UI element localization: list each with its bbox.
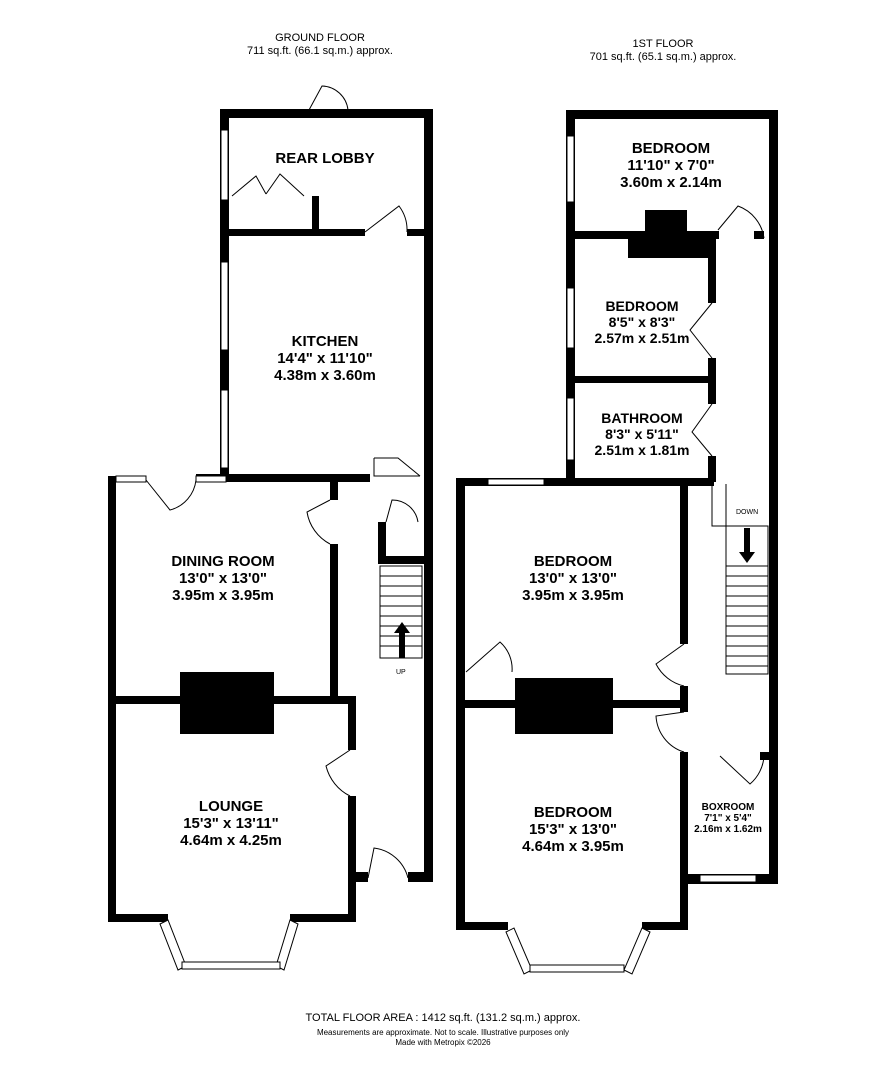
- bedroom-4-metric: 4.64m x 3.95m: [522, 838, 624, 855]
- first-floor-windows: [487, 135, 757, 975]
- bedroom-3-name: BEDROOM: [533, 553, 613, 570]
- ground-floor-area: 711 sq.ft. (66.1 sq.m.) approx.: [247, 45, 393, 57]
- ground-floor-title: GROUND FLOOR: [275, 32, 365, 44]
- boxroom-imperial: 7'1" x 5'4": [704, 813, 752, 824]
- up-arrow-icon: [394, 622, 410, 658]
- down-arrow-icon: [739, 528, 755, 563]
- rear-lobby-name: REAR LOBBY: [275, 150, 375, 167]
- bedroom-3-label: BEDROOM 13'0" x 13'0" 3.95m x 3.95m: [466, 553, 680, 604]
- boxroom-name: BOXROOM: [701, 802, 755, 813]
- first-floor-stairs: [725, 525, 769, 675]
- ground-floor-doors: [145, 85, 421, 879]
- credit: Made with Metropix ©2026: [395, 1038, 491, 1047]
- boxroom-label: BOXROOM 7'1" x 5'4" 2.16m x 1.62m: [688, 802, 768, 835]
- ground-floor-stairs: [379, 565, 423, 659]
- first-floor-plan: [456, 110, 778, 975]
- bedroom-1-imperial: 11'10" x 7'0": [627, 157, 715, 174]
- bathroom-imperial: 8'3" x 5'11": [605, 426, 679, 442]
- bedroom-3-imperial: 13'0" x 13'0": [528, 570, 618, 587]
- rear-lobby-label: REAR LOBBY: [230, 150, 420, 167]
- ground-floor-windows: [115, 129, 299, 971]
- first-floor-doors: [465, 205, 765, 785]
- bathroom-label: BATHROOM 8'3" x 5'11" 2.51m x 1.81m: [576, 410, 708, 458]
- first-floor-header: 1ST FLOOR 701 sq.ft. (65.1 sq.m.) approx…: [553, 38, 773, 64]
- total-floor-area: TOTAL FLOOR AREA : 1412 sq.ft. (131.2 sq…: [305, 1012, 581, 1024]
- bedroom-1-label: BEDROOM 11'10" x 7'0" 3.60m x 2.14m: [576, 140, 766, 191]
- kitchen-metric: 4.38m x 3.60m: [274, 367, 376, 384]
- bedroom-4-label: BEDROOM 15'3" x 13'0" 4.64m x 3.95m: [466, 804, 680, 855]
- lounge-label: LOUNGE 15'3" x 13'11" 4.64m x 4.25m: [116, 798, 346, 849]
- lounge-imperial: 15'3" x 13'11": [183, 815, 279, 832]
- bedroom-4-name: BEDROOM: [533, 804, 613, 821]
- bedroom-4-imperial: 15'3" x 13'0": [528, 821, 618, 838]
- disclaimer: Measurements are approximate. Not to sca…: [316, 1028, 570, 1037]
- bathroom-metric: 2.51m x 1.81m: [594, 442, 690, 458]
- bedroom-1-metric: 3.60m x 2.14m: [620, 174, 722, 191]
- lounge-metric: 4.64m x 4.25m: [180, 832, 282, 849]
- bedroom-1-name: BEDROOM: [631, 140, 711, 157]
- bathroom-name: BATHROOM: [601, 410, 683, 426]
- bedroom-3-metric: 3.95m x 3.95m: [522, 587, 624, 604]
- bedroom-2-name: BEDROOM: [605, 298, 679, 314]
- bedroom-2-metric: 2.57m x 2.51m: [594, 330, 690, 346]
- stairs-up-label: UP: [396, 669, 406, 676]
- dining-room-label: DINING ROOM 13'0" x 13'0" 3.95m x 3.95m: [116, 553, 330, 604]
- kitchen-label: KITCHEN 14'4" x 11'10" 4.38m x 3.60m: [230, 333, 420, 384]
- ground-floor-walls: [108, 109, 433, 922]
- stairs-down-label: DOWN: [736, 509, 759, 516]
- footer: TOTAL FLOOR AREA : 1412 sq.ft. (131.2 sq…: [0, 1012, 886, 1048]
- kitchen-name: KITCHEN: [291, 333, 359, 350]
- kitchen-imperial: 14'4" x 11'10": [277, 350, 373, 367]
- boxroom-metric: 2.16m x 1.62m: [694, 824, 762, 835]
- first-floor-area: 701 sq.ft. (65.1 sq.m.) approx.: [589, 51, 737, 63]
- ground-floor-header: GROUND FLOOR 711 sq.ft. (66.1 sq.m.) app…: [210, 32, 430, 58]
- ground-floor-plan: [108, 85, 433, 971]
- dining-room-imperial: 13'0" x 13'0": [178, 570, 268, 587]
- dining-room-name: DINING ROOM: [171, 553, 275, 570]
- bedroom-2-label: BEDROOM 8'5" x 8'3" 2.57m x 2.51m: [576, 298, 708, 346]
- bedroom-2-imperial: 8'5" x 8'3": [608, 314, 676, 330]
- dining-room-metric: 3.95m x 3.95m: [172, 587, 274, 604]
- lounge-name: LOUNGE: [198, 798, 264, 815]
- first-floor-title: 1ST FLOOR: [632, 38, 694, 50]
